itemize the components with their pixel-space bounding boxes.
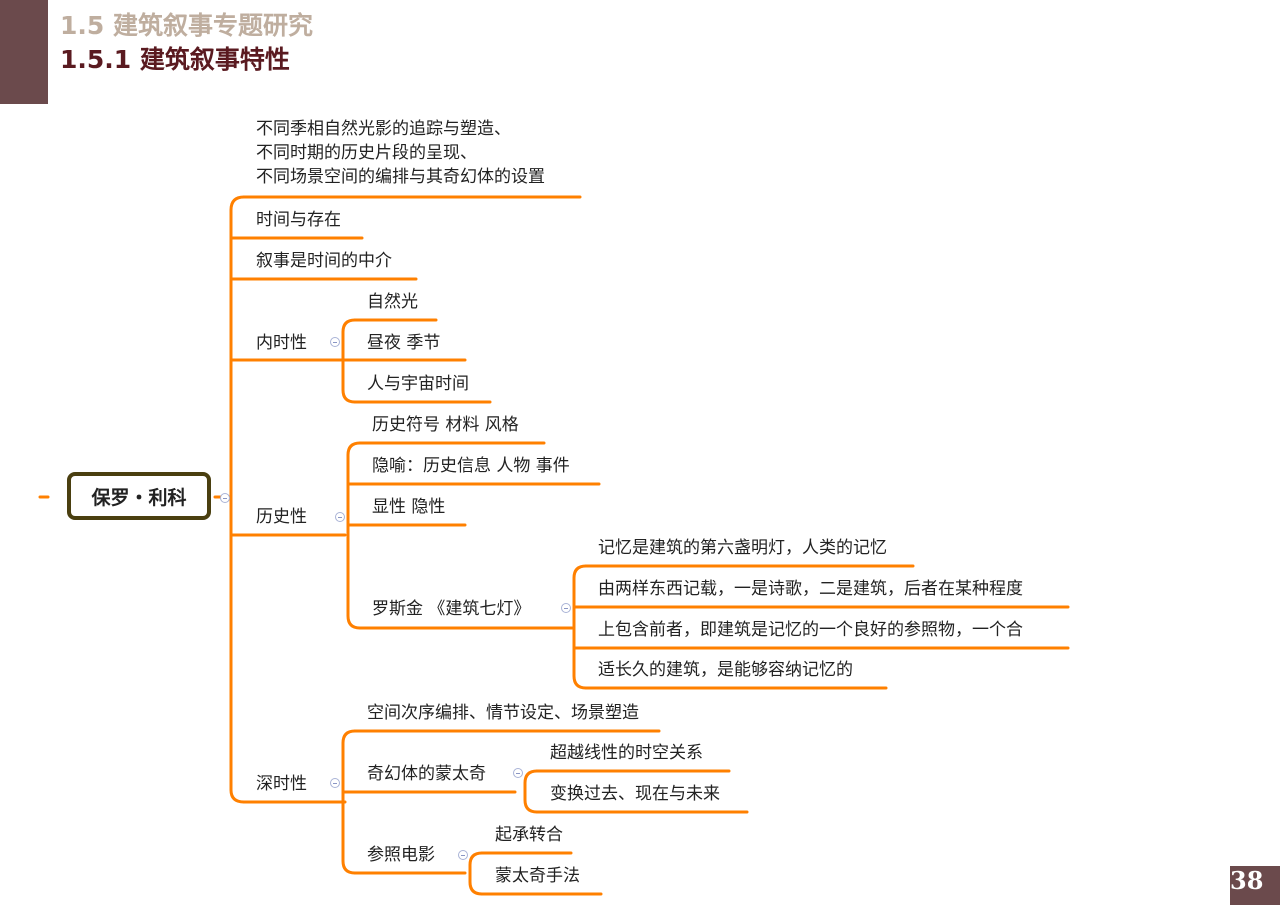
leaf-montage-technique[interactable]: 蒙太奇手法 [495, 866, 580, 886]
branch-deep-time[interactable]: 深时性 [256, 774, 307, 794]
branch-ruskin-seven-lamps[interactable]: 罗斯金 《建筑七灯》 [372, 599, 531, 619]
collapse-toggle-icon[interactable] [330, 337, 340, 347]
leaf-ruskin-2[interactable]: 由两样东西记载，一是诗歌，二是建筑，后者在某种程度 [598, 579, 1023, 599]
accent-block [0, 0, 48, 104]
collapse-toggle-icon[interactable] [335, 512, 345, 522]
leaf-history-symbols[interactable]: 历史符号 材料 风格 [372, 415, 519, 435]
leaf-ruskin-3[interactable]: 上包含前者，即建筑是记忆的一个良好的参照物，一个合 [598, 620, 1023, 640]
leaf-spatial-sequence[interactable]: 空间次序编排、情节设定、场景塑造 [367, 703, 639, 723]
branch-note[interactable]: 不同季相自然光影的追踪与塑造、 不同时期的历史片段的呈现、 不同场景空间的编排与… [256, 117, 545, 189]
branch-reference-film[interactable]: 参照电影 [367, 845, 435, 865]
leaf-natural-light[interactable]: 自然光 [367, 292, 418, 312]
leaf-transform-time[interactable]: 变换过去、现在与未来 [550, 784, 720, 804]
leaf-day-night-season[interactable]: 昼夜 季节 [367, 333, 441, 353]
root-node[interactable]: 保罗・利科 [67, 472, 211, 520]
collapse-toggle-icon[interactable] [458, 850, 468, 860]
branch-historicity[interactable]: 历史性 [256, 507, 307, 527]
subsection-title: 1.5.1 建筑叙事特性 [60, 45, 290, 74]
leaf-explicit-implicit[interactable]: 显性 隐性 [372, 497, 446, 517]
branch-fantasy-montage[interactable]: 奇幻体的蒙太奇 [367, 764, 486, 784]
leaf-metaphor[interactable]: 隐喻：历史信息 人物 事件 [372, 456, 570, 476]
page-number: 38 [1230, 866, 1280, 905]
collapse-toggle-icon[interactable] [220, 493, 230, 503]
leaf-ruskin-1[interactable]: 记忆是建筑的第六盏明灯，人类的记忆 [598, 538, 887, 558]
branch-note-line-2: 不同时期的历史片段的呈现、 [256, 143, 477, 163]
collapse-toggle-icon[interactable] [330, 778, 340, 788]
leaf-ruskin-4[interactable]: 适长久的建筑，是能够容纳记忆的 [598, 660, 853, 680]
leaf-narrative-structure[interactable]: 起承转合 [495, 825, 563, 845]
collapse-toggle-icon[interactable] [561, 603, 571, 613]
root-label: 保罗・利科 [91, 486, 187, 509]
leaf-beyond-linear[interactable]: 超越线性的时空关系 [550, 743, 703, 763]
branch-inner-time[interactable]: 内时性 [256, 333, 307, 353]
section-title: 1.5 建筑叙事专题研究 [60, 11, 313, 40]
branch-note-line-1: 不同季相自然光影的追踪与塑造、 [256, 119, 511, 139]
branch-note-line-3: 不同场景空间的编排与其奇幻体的设置 [256, 167, 545, 187]
leaf-human-cosmic-time[interactable]: 人与宇宙时间 [367, 374, 469, 394]
branch-narrative-mediator[interactable]: 叙事是时间的中介 [256, 251, 392, 271]
branch-time-and-being[interactable]: 时间与存在 [256, 210, 341, 230]
collapse-toggle-icon[interactable] [513, 768, 523, 778]
